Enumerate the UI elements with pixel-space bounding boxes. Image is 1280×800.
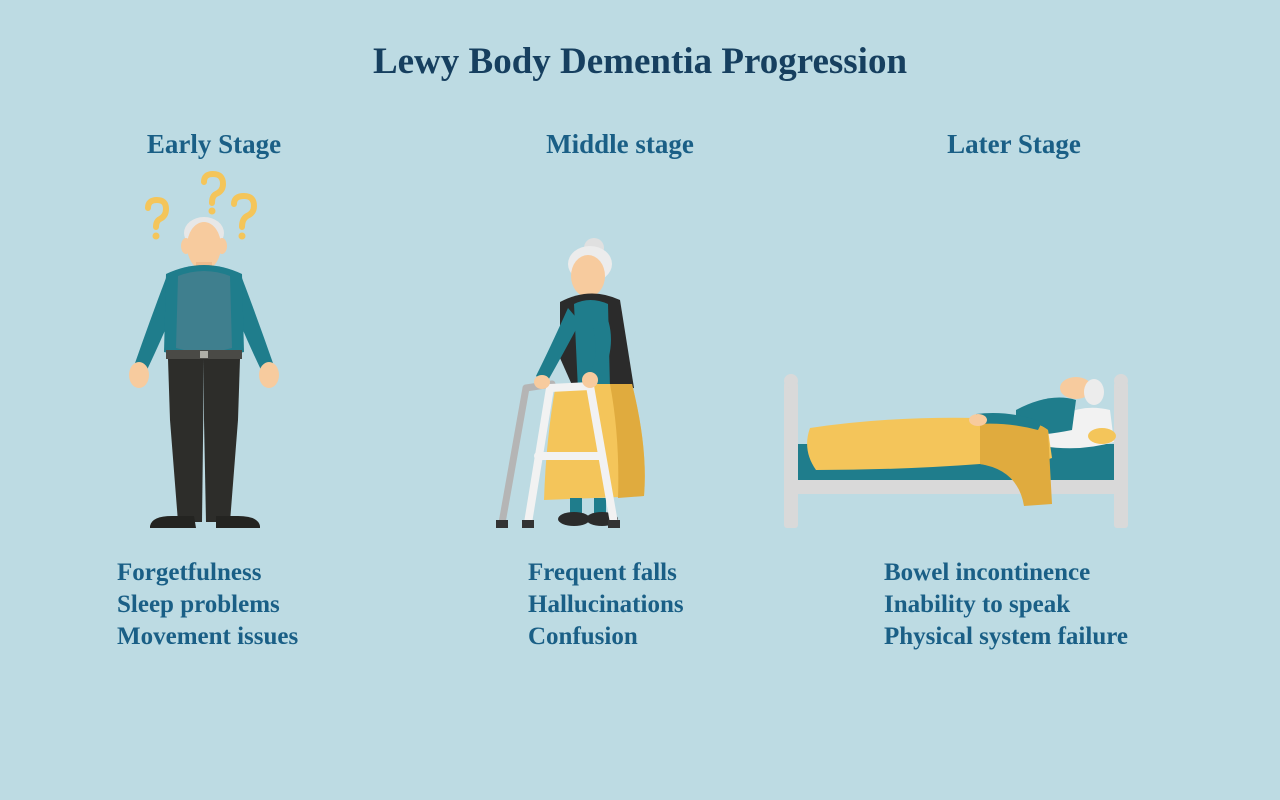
- symptom-item: Movement issues: [117, 623, 299, 650]
- symptom-item: Physical system failure: [884, 623, 1128, 650]
- symptom-item: Bowel incontinence: [884, 559, 1091, 586]
- symptom-item: Hallucinations: [528, 591, 684, 618]
- symptom-item: Inability to speak: [884, 591, 1071, 618]
- elderly-woman-with-walker-icon: [496, 238, 645, 528]
- symptom-list-early: Forgetfulness Sleep problems Movement is…: [117, 557, 298, 653]
- symptom-item: Forgetfulness: [117, 559, 262, 586]
- symptom-item: Confusion: [528, 623, 638, 650]
- confused-elderly-man-icon: [129, 170, 279, 528]
- page-title: Lewy Body Dementia Progression: [372, 41, 908, 82]
- symptom-list-middle: Frequent falls Hallucinations Confusion: [528, 557, 684, 653]
- question-mark-icon: [145, 170, 258, 230]
- stage-title-early: Early Stage: [146, 129, 282, 159]
- elderly-person-in-bed-icon: [784, 374, 1128, 528]
- symptom-item: Sleep problems: [117, 591, 280, 618]
- stage-title-middle: Middle stage: [546, 129, 694, 159]
- symptom-item: Frequent falls: [528, 559, 677, 586]
- stage-title-later: Later Stage: [947, 129, 1081, 159]
- symptom-list-later: Bowel incontinence Inability to speak Ph…: [884, 557, 1128, 653]
